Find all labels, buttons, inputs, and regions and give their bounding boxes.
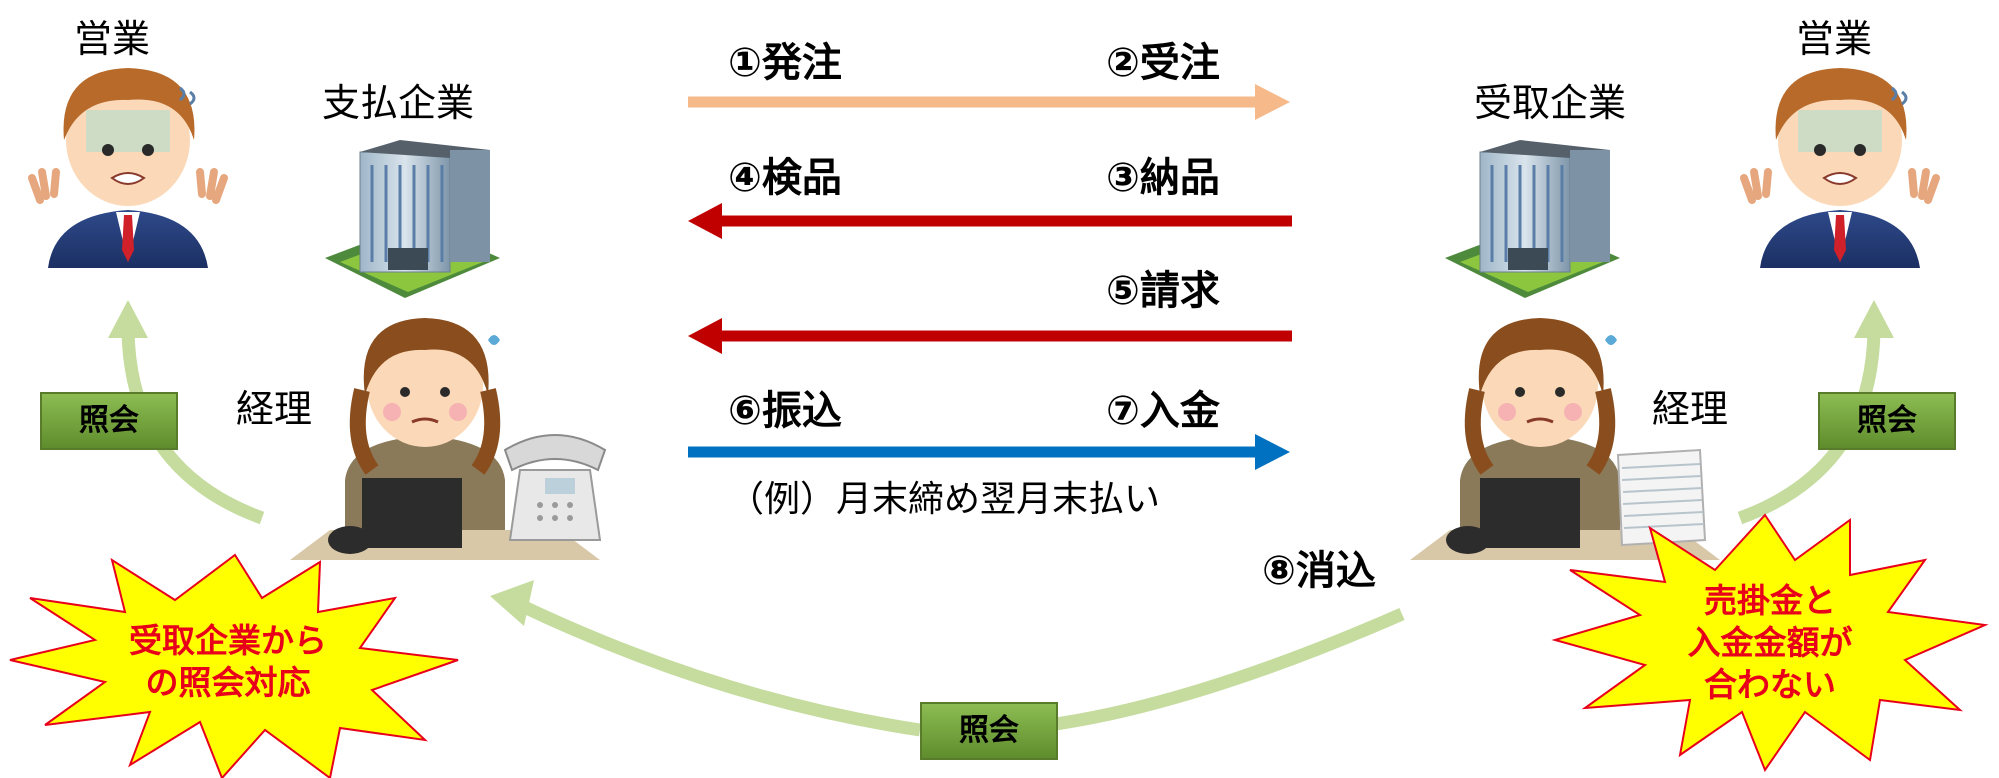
building-icon-payer [325,140,500,298]
receiver-company-label: 受取企業 [1474,81,1627,125]
burst-left-line1: 受取企業から [129,621,327,660]
burst-right-line1: 売掛金と [1704,581,1836,620]
burst-text-right: 売掛金と 入金金額が 合わない [1640,580,1900,706]
step-deposit: ⑦入金 [1106,388,1220,434]
accounting-label-left: 経理 [236,387,313,431]
salesman-icon-right [1740,68,1940,268]
step-receive-order: ②受注 [1106,40,1220,86]
step-inspection: ④検品 [728,155,842,201]
order-arrow [688,84,1290,120]
payment-arrow [688,434,1290,470]
invoice-arrow [688,318,1292,354]
burst-right-line2: 入金金額が [1687,623,1853,662]
step-delivery: ③納品 [1106,155,1220,201]
inquiry-arrowhead-bottom [490,580,534,626]
inquiry-badge-left: 照会 [40,392,178,450]
payer-company-label: 支払企業 [322,81,475,125]
accountant-icon-right [1410,318,1720,560]
accountant-icon-left [290,318,607,560]
burst-text-left: 受取企業から の照会対応 [98,620,358,704]
document-stack-icon [1616,448,1707,547]
step-invoice: ⑤請求 [1106,268,1220,314]
inquiry-arrowhead-right [1854,300,1894,338]
burst-right-line3: 合わない [1704,665,1836,704]
delivery-arrow [688,203,1292,239]
salesman-icon-left [28,68,228,268]
inquiry-badge-bottom: 照会 [920,702,1058,760]
inquiry-arrowhead-left [108,300,148,338]
sales-label-right: 営業 [1796,17,1873,61]
payment-terms-note: （例）月末締め翌月末払い [728,479,1161,520]
inquiry-badge-right: 照会 [1818,392,1956,450]
sales-label-left: 営業 [74,17,151,61]
telephone-icon [503,434,607,541]
building-icon-receiver [1445,140,1620,298]
burst-shape-left [9,553,459,778]
burst-left-line2: の照会対応 [145,663,311,702]
burst-shape-right [1551,513,1989,773]
accounting-label-right: 経理 [1652,387,1729,431]
step-order: ①発注 [728,40,842,86]
step-transfer: ⑥振込 [728,388,842,434]
step-reconciliation: ⑧消込 [1262,548,1376,594]
